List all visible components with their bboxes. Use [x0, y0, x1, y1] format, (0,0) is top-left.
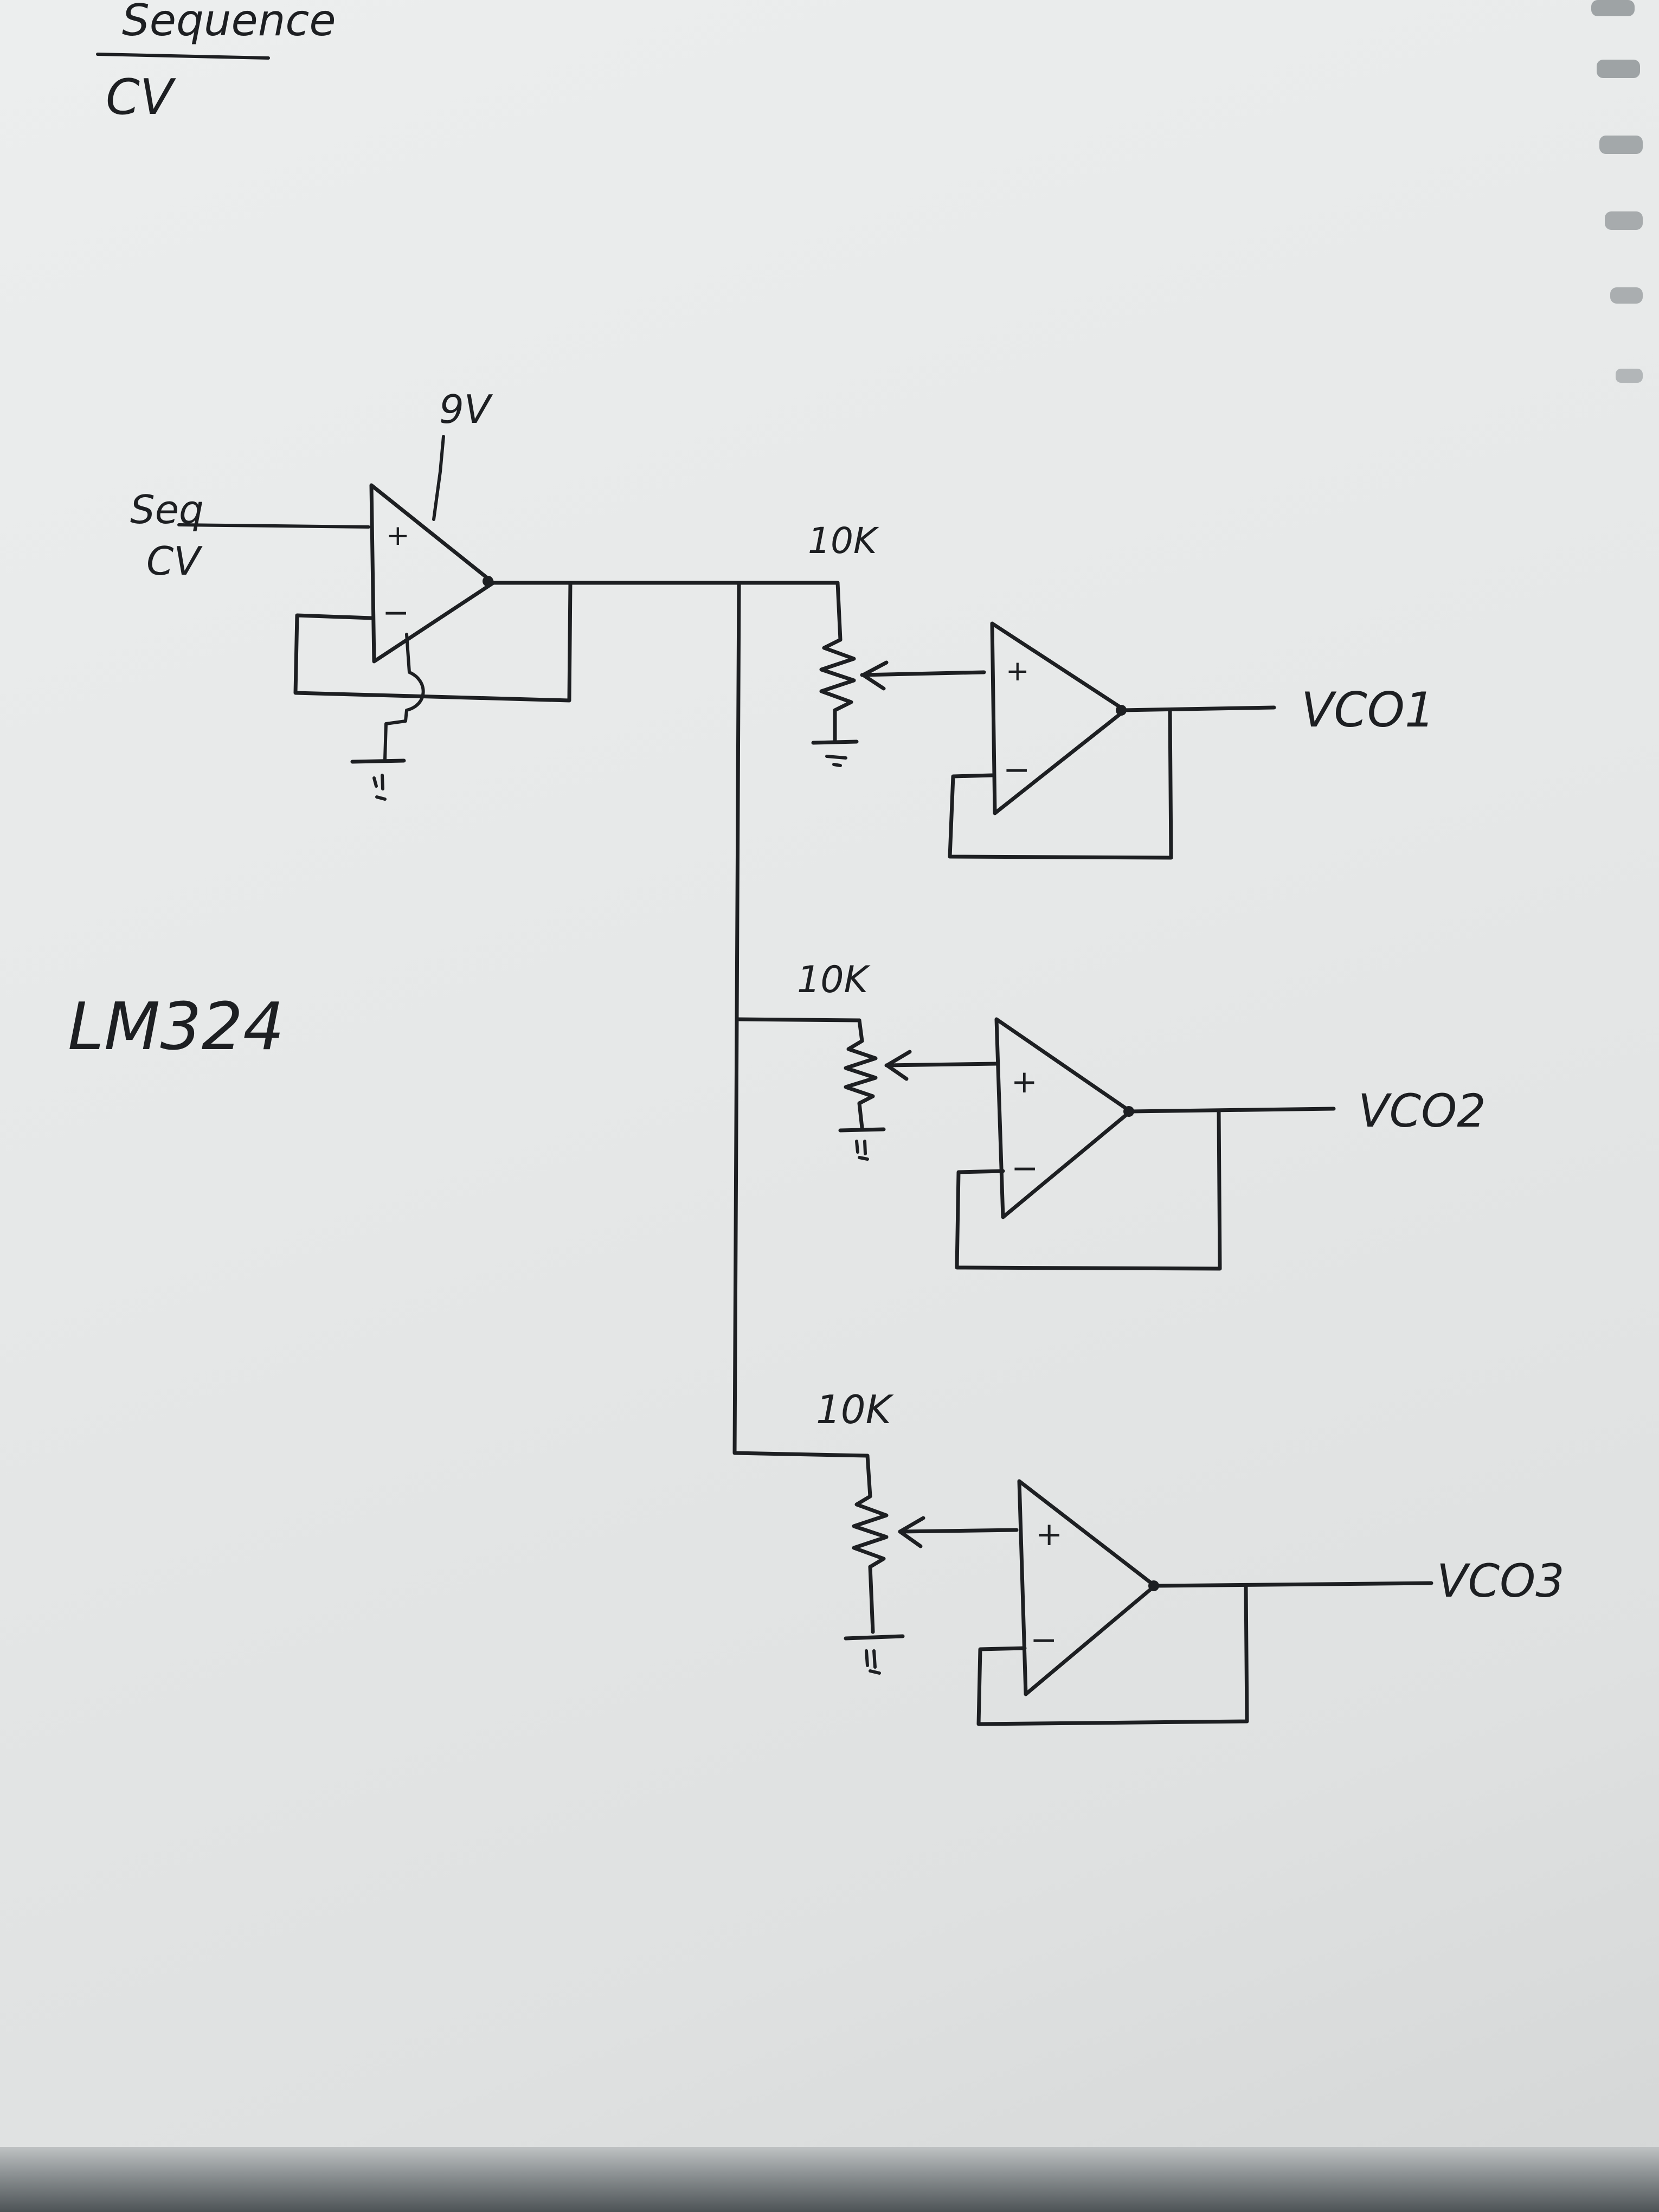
op-amp-1-feedback-loop	[948, 708, 1173, 860]
output-stage-3: 10K + − VCO3	[816, 1387, 1565, 1726]
pot-1-ground-icon	[811, 740, 859, 767]
pot-2-top-lead	[857, 1018, 864, 1043]
op-amp-3-feedback-loop	[976, 1584, 1249, 1726]
wiper-3-arrow-icon	[898, 1516, 925, 1548]
pot-1-resistor-icon	[819, 638, 856, 712]
pot-3-ground-icon	[844, 1634, 905, 1675]
output-stage-2: 10K + − VCO2	[797, 959, 1486, 1271]
op-amp-1-minus-sign: −	[1003, 751, 1030, 789]
buffer-minus-sign: −	[382, 594, 409, 632]
input-wire	[177, 523, 370, 529]
pot-1-top-lead	[835, 581, 843, 642]
op-amp-3-plus-sign: +	[1036, 1515, 1063, 1553]
vco-1-label: VCO1	[1301, 682, 1435, 738]
pot-3-resistor-icon	[852, 1494, 889, 1569]
header-sub-text: CV	[106, 69, 176, 126]
wiper-1-arrow-icon	[861, 660, 889, 691]
wiper-3-wire	[898, 1528, 1019, 1534]
supply-wire	[432, 435, 445, 521]
pot-2-bottom-lead	[857, 1101, 864, 1130]
vco-2-output-wire	[1128, 1107, 1336, 1114]
buffer-stage: Seq CV + − 9V	[130, 387, 573, 801]
op-amp-3-minus-sign: −	[1030, 1621, 1057, 1659]
op-amp-1-plus-sign: +	[1006, 655, 1030, 687]
vco-2-label: VCO2	[1358, 1084, 1486, 1137]
wiper-1-wire	[860, 670, 986, 677]
op-amp-2-minus-sign: −	[1011, 1149, 1038, 1187]
pot-3-bottom-lead	[868, 1565, 875, 1634]
vco-3-label: VCO3	[1437, 1554, 1565, 1607]
op-amp-1	[990, 621, 1127, 815]
buffer-feedback-loop	[293, 581, 573, 703]
pot-2-ground-icon	[838, 1127, 886, 1161]
chip-label: LM324	[68, 989, 284, 1065]
page-bottom-edge	[0, 2147, 1659, 2212]
distribution-bus	[732, 581, 870, 1458]
vco-1-output-wire	[1120, 705, 1276, 712]
op-amp-3	[1017, 1479, 1157, 1696]
pot-1-label: 10K	[808, 520, 879, 562]
pot-3-top-lead	[865, 1454, 872, 1499]
output-stage-1: 10K + − VCO1	[808, 520, 1435, 860]
supply-label: 9V	[439, 387, 493, 432]
buffer-plus-sign: +	[386, 519, 410, 552]
input-label-cv: CV	[146, 538, 203, 584]
vco-3-output-wire	[1153, 1581, 1433, 1588]
buffer-op-amp	[369, 483, 496, 664]
header-text: Sequence	[122, 0, 336, 46]
spiral-binding	[1591, 0, 1643, 383]
op-amp-2-plus-sign: +	[1011, 1063, 1038, 1100]
header-underline	[96, 53, 270, 60]
buffer-ground-icon	[350, 758, 406, 801]
wiper-2-wire	[884, 1062, 999, 1068]
buffer-ground-wire	[383, 633, 425, 761]
op-amp-2-feedback-loop	[955, 1109, 1222, 1271]
pot-2-resistor-icon	[844, 1039, 878, 1105]
branch-2-wire	[735, 1017, 861, 1023]
pot-2-label: 10K	[797, 959, 871, 1001]
pot-3-label: 10K	[816, 1387, 894, 1432]
op-amp-2	[994, 1017, 1133, 1219]
wiper-2-arrow-icon	[885, 1050, 912, 1081]
